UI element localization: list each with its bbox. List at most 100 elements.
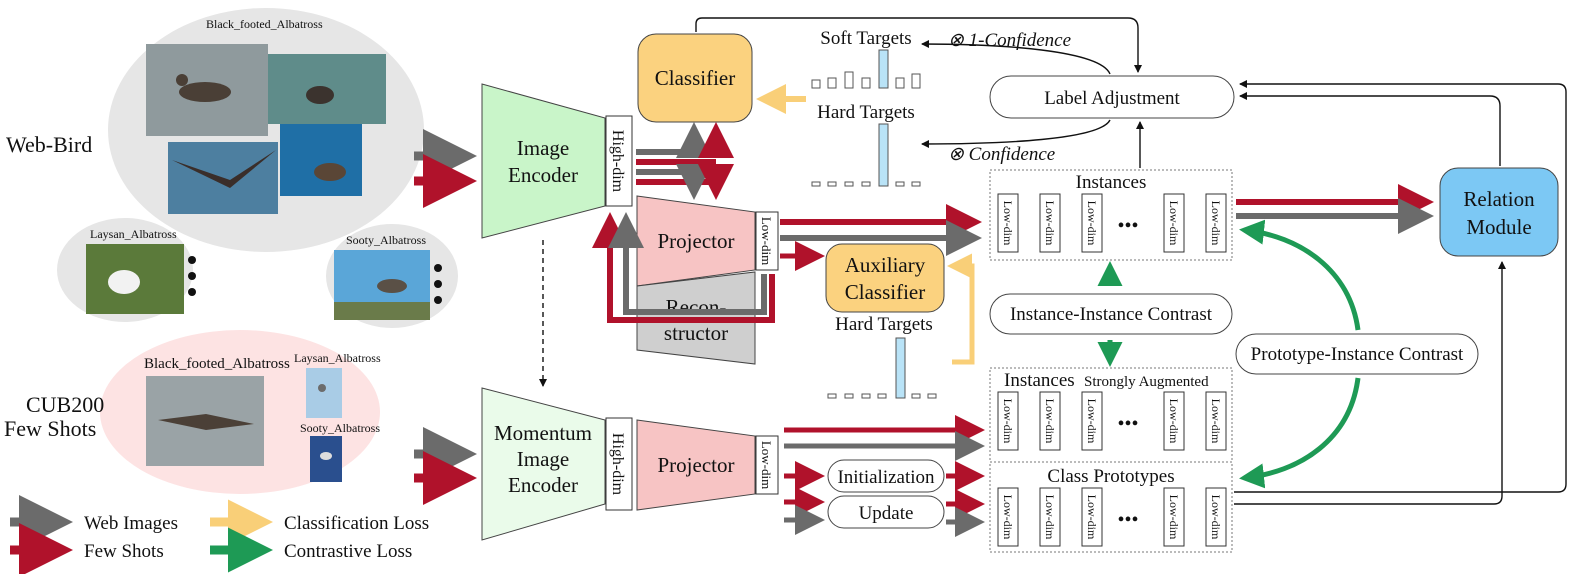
confidence-arrow bbox=[921, 119, 1111, 148]
instance-instance-contrast-label: Instance-Instance Contrast bbox=[1010, 304, 1213, 325]
class-prototypes-lowdim-label: Low-dim bbox=[1209, 495, 1223, 540]
cub-black-footed-label: Black_footed_Albatross bbox=[144, 356, 290, 372]
svg-text:Projector: Projector bbox=[658, 229, 735, 253]
instances-lowdim-cell bbox=[1081, 193, 1103, 253]
momentum-line3: Encoder bbox=[508, 473, 578, 497]
initialization-label: Initialization bbox=[837, 467, 935, 488]
cub200-label-line2: Few Shots bbox=[4, 416, 96, 441]
low-dim-box-top: Low-dim bbox=[755, 211, 779, 271]
web-bird-photo-4 bbox=[280, 124, 362, 196]
reconstruction-loop-gray bbox=[608, 212, 767, 315]
prototype-instance-contrast-box bbox=[1235, 333, 1479, 375]
instances-lowdim-label: Low-dim bbox=[1167, 201, 1181, 246]
legend-web-images: Web Images bbox=[84, 513, 178, 534]
aux-classification-loss-arrow bbox=[947, 253, 975, 365]
web-sooty-label: Sooty_Albatross bbox=[346, 233, 426, 247]
web-sooty-photo bbox=[334, 250, 430, 320]
legend: Web Images Few Shots Classification Loss… bbox=[10, 495, 429, 574]
cub200-group: CUB200 Few Shots Black_footed_Albatross … bbox=[4, 330, 381, 494]
instances-lowdim-cell bbox=[1039, 193, 1061, 253]
class-prototypes-lowdim-cell bbox=[997, 487, 1019, 547]
svg-text:Class Prototypes: Class Prototypes bbox=[1047, 466, 1174, 487]
instances-aug-lowdim-cell bbox=[1039, 391, 1061, 451]
svg-text:Low-dim: Low-dim bbox=[759, 217, 774, 265]
svg-text:High-dim: High-dim bbox=[609, 433, 626, 496]
class-prototypes-lowdim-cell bbox=[1039, 487, 1061, 547]
relation-module-box bbox=[1439, 167, 1559, 257]
svg-text:Instances: Instances bbox=[1004, 370, 1075, 391]
instances-aug-lowdim-label: Low-dim bbox=[1001, 399, 1015, 444]
svg-text:High-dim: High-dim bbox=[609, 130, 626, 193]
class-prototypes-lowdim-label: Low-dim bbox=[1167, 495, 1181, 540]
low-dim-box-bottom: Low-dim bbox=[755, 435, 779, 495]
classifier-label: Classifier bbox=[655, 66, 735, 90]
instances-lowdim-cell bbox=[1163, 193, 1185, 253]
prototype-instance-arrow-down bbox=[1239, 377, 1361, 489]
cub-laysan-photo bbox=[306, 368, 342, 418]
high-dim-box-top: High-dim bbox=[605, 115, 633, 207]
auxiliary-line2: Classifier bbox=[845, 280, 925, 304]
update-label: Update bbox=[859, 503, 914, 524]
prototypes-to-label-adjustment bbox=[1234, 80, 1567, 493]
cub200-label-line1: CUB200 bbox=[26, 392, 104, 417]
soft-targets-label: Soft Targets bbox=[820, 28, 911, 49]
aux-hard-targets-bars bbox=[827, 337, 937, 399]
instances-lowdim-label: Low-dim bbox=[1085, 201, 1099, 246]
confidence-label: ⊗ Confidence bbox=[948, 144, 1055, 165]
web-bird-photo-2 bbox=[268, 54, 386, 124]
web-bird-photo-3 bbox=[168, 142, 278, 214]
instances-aug-lowdim-label: Low-dim bbox=[1209, 399, 1223, 444]
web-black-footed-label: Black_footed_Albatross bbox=[206, 17, 323, 31]
instances-aug-lowdim-cell bbox=[1163, 391, 1185, 451]
momentum-line2: Image bbox=[517, 447, 569, 471]
web-bird-group: Web-Bird Black_footed_Albatross Laysan_A… bbox=[6, 8, 458, 328]
class-prototypes-bank: Class Prototypes bbox=[989, 461, 1233, 553]
svg-text:Projector: Projector bbox=[658, 453, 735, 477]
legend-contrastive-loss: Contrastive Loss bbox=[284, 541, 412, 562]
instances-bank: Instances bbox=[989, 169, 1233, 261]
web-laysan-label: Laysan_Albatross bbox=[90, 227, 177, 241]
momentum-line1: Momentum bbox=[494, 421, 592, 445]
label-adjustment-box bbox=[989, 75, 1235, 119]
legend-classification-loss: Classification Loss bbox=[284, 513, 429, 534]
label-adjustment-label: Label Adjustment bbox=[1044, 88, 1180, 109]
web-laysan-photo bbox=[86, 244, 184, 314]
hard-targets-label: Hard Targets bbox=[817, 102, 915, 123]
cub-sooty-photo bbox=[310, 436, 342, 482]
legend-few-shots: Few Shots bbox=[84, 541, 164, 562]
svg-text:structor: structor bbox=[664, 321, 728, 345]
class-prototypes-ellipsis: ••• bbox=[1117, 509, 1138, 531]
cub-sooty-label: Sooty_Albatross bbox=[300, 421, 380, 435]
initialization-box bbox=[827, 459, 945, 493]
hard-targets-bars bbox=[811, 123, 921, 187]
web-sooty-more-dots bbox=[434, 264, 442, 304]
web-laysan-more-dots bbox=[188, 256, 196, 296]
prototype-instance-arrow-up bbox=[1239, 219, 1361, 331]
class-prototypes-lowdim-label: Low-dim bbox=[1001, 495, 1015, 540]
instances-lowdim-cell bbox=[997, 193, 1019, 253]
projector-top: Projector bbox=[636, 195, 756, 287]
relation-line2: Module bbox=[1466, 215, 1531, 239]
svg-text:Low-dim: Low-dim bbox=[759, 441, 774, 489]
instances-ellipsis: ••• bbox=[1117, 215, 1138, 237]
one-minus-confidence-arrow bbox=[921, 40, 1111, 75]
instances-lowdim-label: Low-dim bbox=[1043, 201, 1057, 246]
prototypes-to-relation bbox=[1234, 261, 1506, 505]
reconstruction-loop-red bbox=[592, 212, 775, 323]
class-prototypes-lowdim-label: Low-dim bbox=[1085, 495, 1099, 540]
momentum-image-encoder: Momentum Image Encoder bbox=[481, 387, 606, 541]
instances-lowdim-cell bbox=[1205, 193, 1227, 253]
auxiliary-classifier-box bbox=[825, 243, 945, 313]
svg-text:Strongly Augmented: Strongly Augmented bbox=[1084, 374, 1209, 390]
class-prototypes-lowdim-cell bbox=[1205, 487, 1227, 547]
soft-targets-bars bbox=[811, 49, 921, 89]
svg-text:Recon-: Recon- bbox=[666, 295, 727, 319]
instances-aug-bank: Instances Strongly Augmented bbox=[989, 367, 1233, 463]
image-encoder-line1: Image bbox=[517, 136, 569, 160]
image-encoder: Image Encoder bbox=[481, 83, 606, 239]
web-bird-photo-1 bbox=[146, 44, 268, 136]
class-prototypes-lowdim-cell bbox=[1081, 487, 1103, 547]
instances-aug-lowdim-cell bbox=[1205, 391, 1227, 451]
cub-laysan-label: Laysan_Albatross bbox=[294, 351, 381, 365]
